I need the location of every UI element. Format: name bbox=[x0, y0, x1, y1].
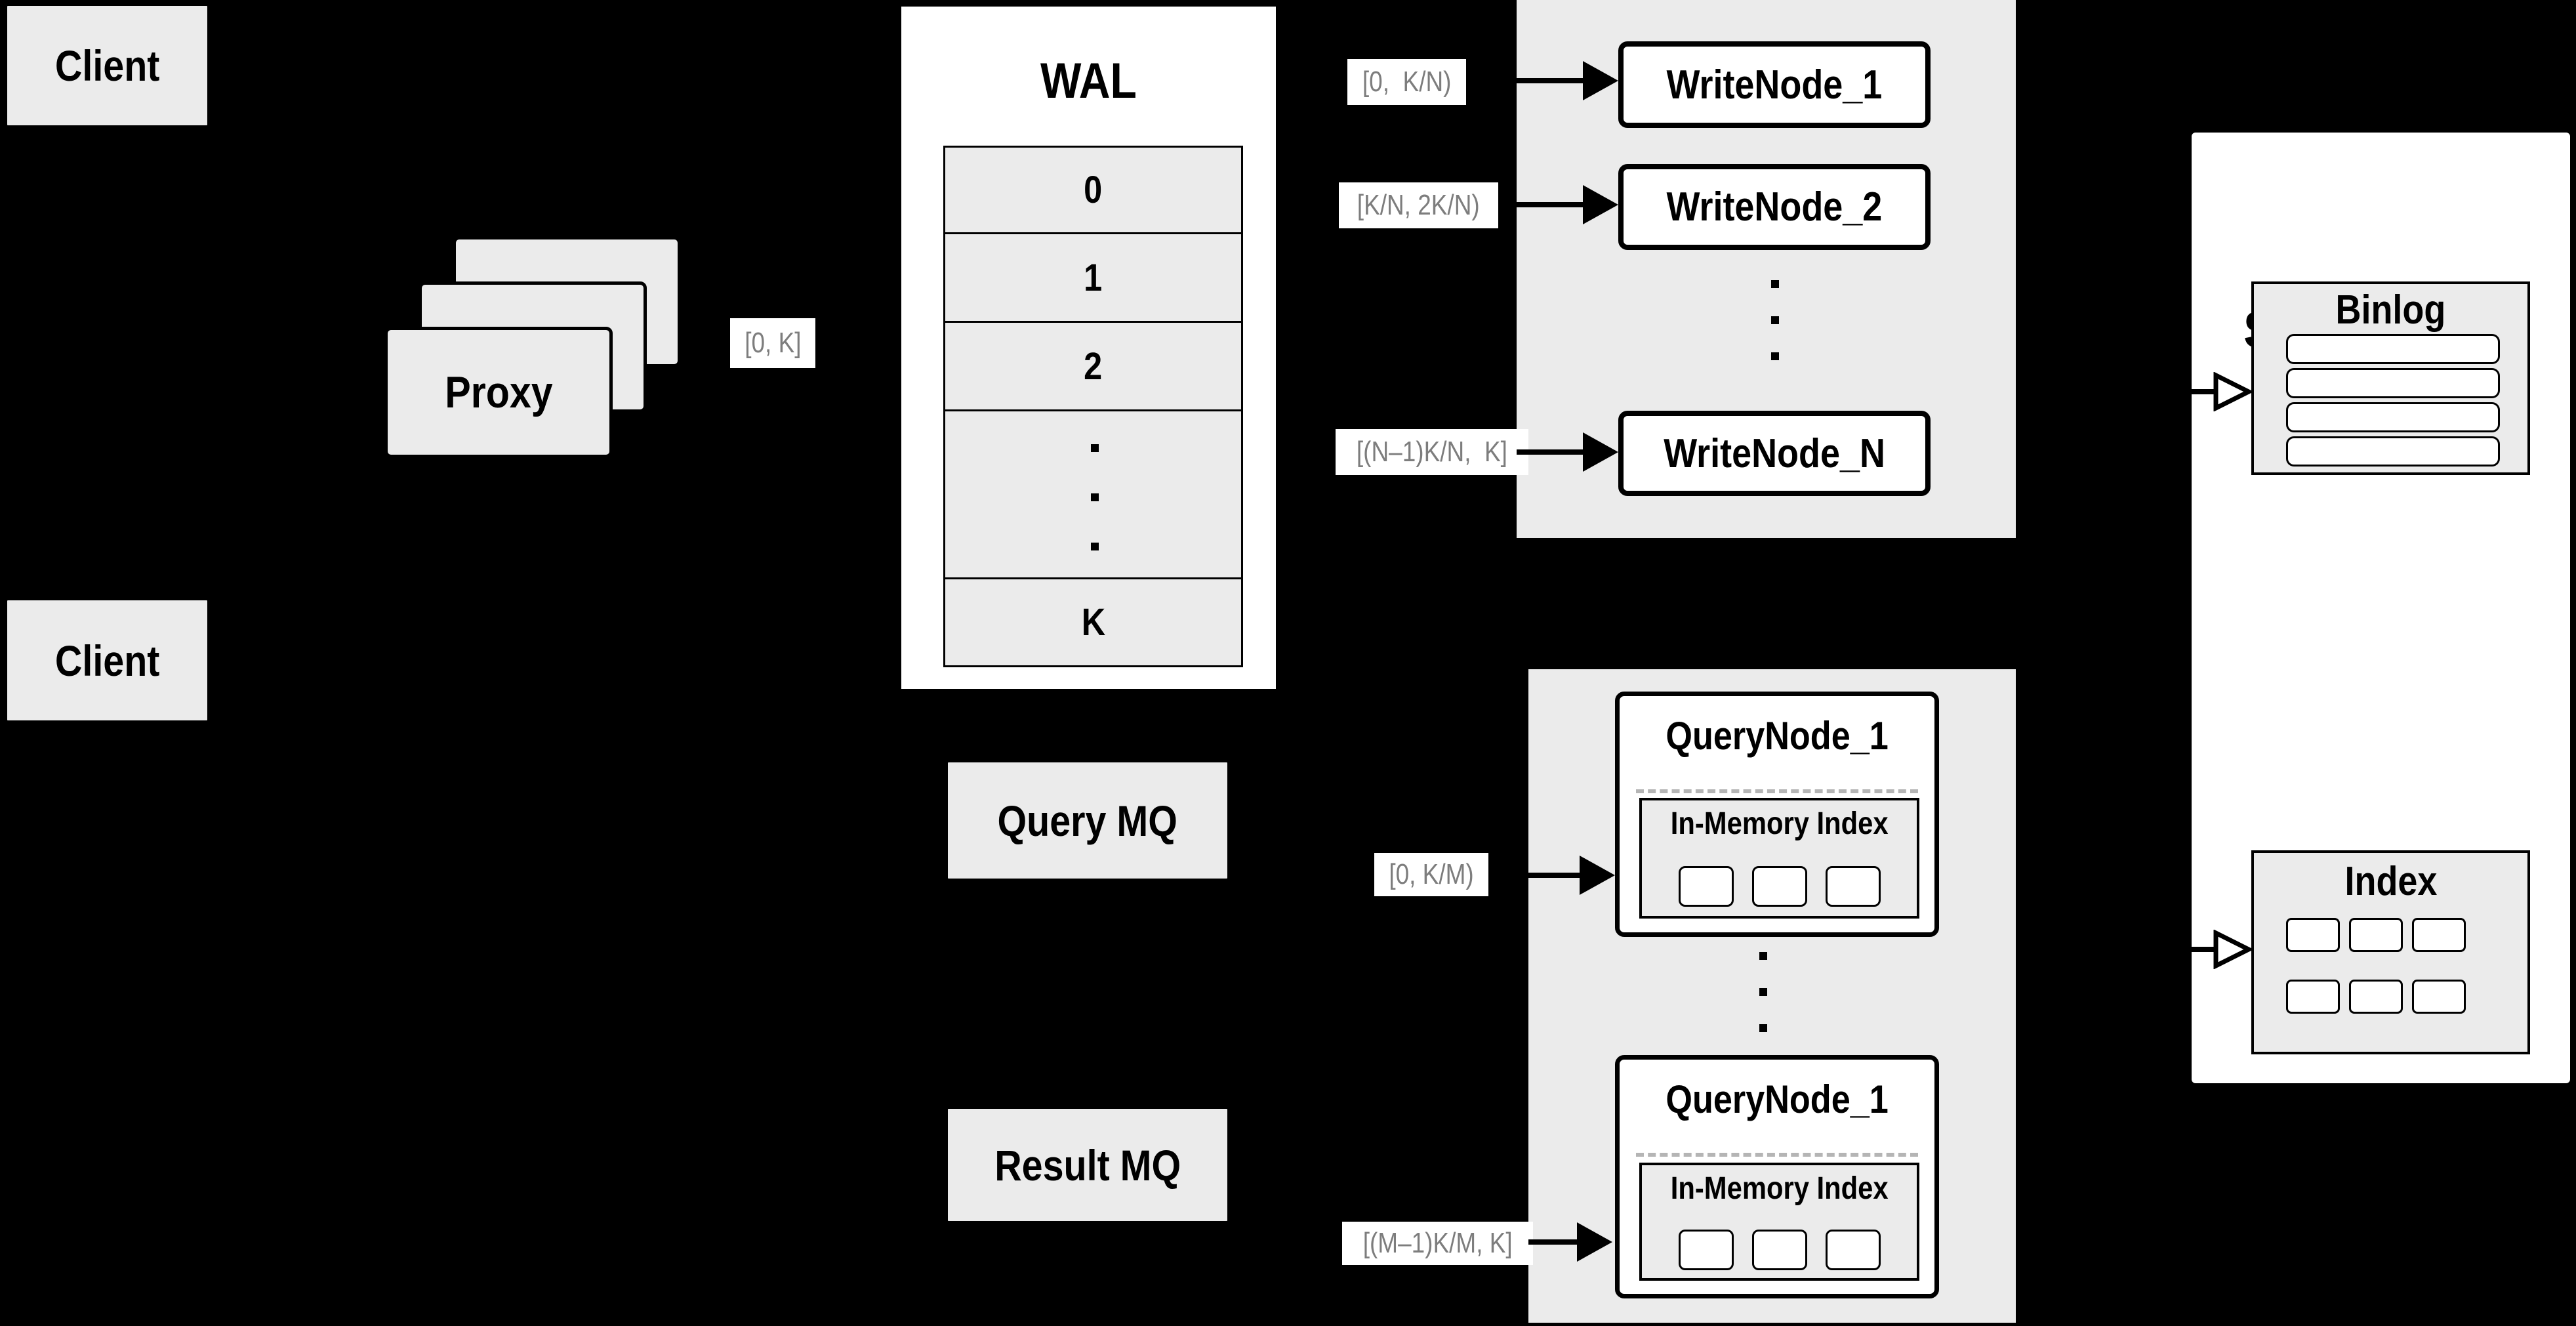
segment-cells bbox=[1642, 866, 1917, 907]
index-cell bbox=[2349, 918, 2403, 952]
wal-cell-k: K bbox=[943, 577, 1243, 667]
query-node-top-title: QueryNode_1 bbox=[1666, 714, 1889, 758]
write-node-1: WriteNode_1 bbox=[1618, 41, 1931, 128]
ellipsis-dot bbox=[1759, 952, 1767, 960]
binlog-row bbox=[2286, 368, 2500, 398]
index-cell bbox=[2412, 918, 2466, 952]
store-engine-box: Store Engine Binlog Index bbox=[2189, 130, 2573, 1086]
arrow-right-icon bbox=[1583, 61, 1618, 100]
wal-cell-2: 2 bbox=[943, 321, 1243, 411]
arrow-right-icon bbox=[1583, 185, 1618, 224]
arrow-line-write-n bbox=[1517, 449, 1583, 455]
proxy-box-front: Proxy bbox=[384, 327, 613, 458]
segment-cell bbox=[1678, 1230, 1734, 1270]
index-title: Index bbox=[2344, 859, 2437, 904]
segment-cell bbox=[1825, 866, 1881, 907]
arrow-line-binlog bbox=[2190, 389, 2217, 394]
range-chip-query-m: [(M–1)K/M, K] bbox=[1342, 1222, 1534, 1265]
arrow-right-icon bbox=[1583, 432, 1618, 472]
index-cell bbox=[2286, 980, 2340, 1014]
index-cell bbox=[2412, 980, 2466, 1014]
segment-cells bbox=[1642, 1230, 1917, 1270]
ellipsis-dot bbox=[1771, 316, 1779, 324]
wal-table: 0 1 2 K bbox=[943, 146, 1243, 667]
arrow-line-query-m bbox=[1528, 1239, 1577, 1245]
range-chip-proxy-wal: [0, K] bbox=[730, 318, 815, 368]
arrow-right-icon bbox=[1580, 856, 1615, 895]
wal-cell-1: 1 bbox=[943, 232, 1243, 323]
binlog-row bbox=[2286, 334, 2500, 364]
hollow-arrow-right-icon bbox=[2213, 372, 2251, 411]
query-node-group: QueryNode_1 In-Memory Index QueryNode_1 bbox=[1528, 669, 2016, 1323]
index-cell bbox=[2349, 980, 2403, 1014]
index-cell bbox=[2286, 918, 2340, 952]
client-box-bottom: Client bbox=[6, 599, 209, 722]
query-node-bottom: QueryNode_1 In-Memory Index bbox=[1615, 1055, 1939, 1298]
index-box: Index bbox=[2251, 850, 2530, 1054]
result-mq-box: Result MQ bbox=[947, 1108, 1229, 1222]
client-top-label: Client bbox=[54, 41, 160, 90]
ellipsis-dot bbox=[1759, 988, 1767, 996]
ellipsis-dot bbox=[1759, 1024, 1767, 1032]
ellipsis-dot bbox=[1091, 543, 1099, 550]
in-memory-index-bottom: In-Memory Index bbox=[1639, 1163, 1919, 1281]
write-node-2: WriteNode_2 bbox=[1618, 164, 1931, 250]
arrow-line-query-1 bbox=[1528, 873, 1580, 878]
client-bottom-label: Client bbox=[54, 636, 160, 685]
segment-cell bbox=[1751, 866, 1807, 907]
ellipsis-dot bbox=[1771, 352, 1779, 360]
wal-cell-ellipsis bbox=[943, 409, 1243, 579]
write-node-n: WriteNode_N bbox=[1618, 411, 1931, 496]
in-memory-index-top: In-Memory Index bbox=[1639, 798, 1919, 919]
binlog-row bbox=[2286, 402, 2500, 432]
query-node-top: QueryNode_1 In-Memory Index bbox=[1615, 692, 1939, 937]
wal-title: WAL bbox=[1040, 53, 1137, 109]
wal-cell-0: 0 bbox=[943, 146, 1243, 234]
range-chip-write-2: [K/N, 2K/N) bbox=[1339, 182, 1498, 228]
segment-cell bbox=[1678, 866, 1734, 907]
range-chip-write-1: [0, K/N) bbox=[1347, 59, 1467, 105]
binlog-box: Binlog bbox=[2251, 281, 2530, 475]
binlog-title: Binlog bbox=[2335, 287, 2446, 333]
query-node-bottom-title: QueryNode_1 bbox=[1666, 1077, 1889, 1121]
arrow-right-icon bbox=[1577, 1222, 1612, 1262]
segment-cell bbox=[1825, 1230, 1881, 1270]
proxy-label: Proxy bbox=[444, 367, 553, 417]
ellipsis-dot bbox=[1771, 280, 1779, 288]
range-chip-write-n: [(N–1)K/N, K] bbox=[1336, 429, 1528, 475]
dashed-divider bbox=[1636, 789, 1918, 793]
binlog-row bbox=[2286, 436, 2500, 466]
arrow-line-write-1 bbox=[1517, 78, 1583, 83]
segment-cell bbox=[1751, 1230, 1807, 1270]
client-box-top: Client bbox=[6, 5, 209, 127]
dashed-divider bbox=[1636, 1153, 1918, 1157]
arrow-line-write-2 bbox=[1517, 202, 1583, 207]
range-chip-query-1: [0, K/M) bbox=[1374, 853, 1489, 896]
ellipsis-dot bbox=[1091, 444, 1099, 452]
arrow-line-index bbox=[2190, 947, 2217, 952]
hollow-arrow-right-icon bbox=[2213, 930, 2251, 969]
wal-box: WAL 0 1 2 K bbox=[898, 3, 1279, 692]
ellipsis-dot bbox=[1091, 493, 1099, 501]
query-mq-box: Query MQ bbox=[947, 761, 1229, 880]
